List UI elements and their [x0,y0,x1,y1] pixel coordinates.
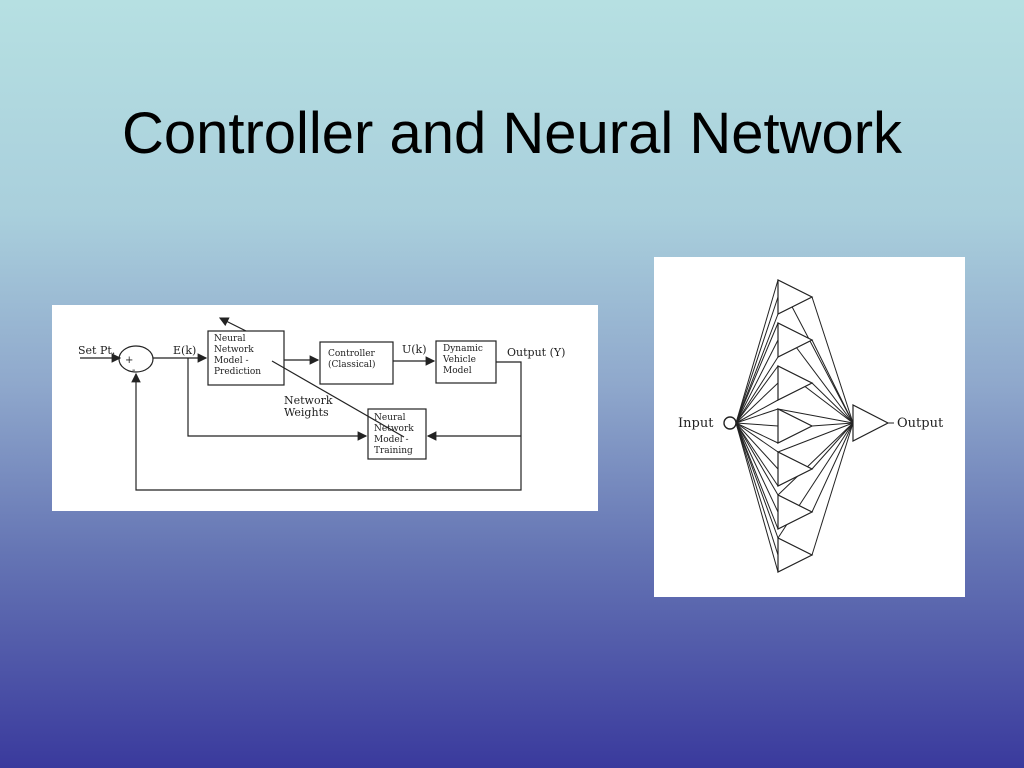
vehicle-line-2: Vehicle [442,355,476,365]
nn-training-line-4: Training [374,446,413,456]
nn-prediction-line-3: Model - [214,356,249,366]
nn-connection [811,296,854,424]
plus-sign: + [125,355,133,366]
vehicle-line-1: Dynamic [443,344,483,354]
output-node [852,404,890,442]
weights-label: Network Weights [284,394,336,419]
minus-sign: - [132,365,135,376]
nn-prediction-line-4: Prediction [214,367,261,377]
prediction-adjust-arrow [218,317,247,332]
hidden-node [777,322,814,358]
nn-connection [777,422,854,453]
nn-connection [735,382,779,424]
error-to-training-line [187,358,368,441]
nn-connection [735,422,779,470]
nn-connection [735,422,779,453]
nn-connection [735,422,779,427]
nn-connection [777,422,854,496]
nn-connection [735,313,779,424]
nn-connection [735,422,779,556]
hidden-node [777,365,814,401]
weights-line-2: Weights [284,406,329,419]
nn-connection [735,422,779,539]
nn-connection [811,422,854,513]
controller-box [319,341,394,385]
nn-connection [811,382,854,424]
neural-network-svg: Input Output [678,279,944,573]
nn-connection [811,422,854,556]
nn-connection [735,422,779,573]
nn-connection [735,422,779,513]
nn-connection [735,279,779,424]
controller-label: Controller (Classical) [328,349,378,370]
nn-connection [735,422,779,444]
nn-connection [735,422,779,530]
output-line [131,361,522,491]
block-diagram-svg: Set Pt. + - E(k) Neural Network Model - … [78,317,565,491]
hidden-node [777,279,814,315]
vehicle-line-3: Model [443,366,472,376]
controller-line-2: (Classical) [328,359,376,370]
nn-prediction-line-1: Neural [214,334,246,344]
network-weights-line [271,360,405,438]
hidden-node [777,408,814,444]
nn-connection [735,399,779,424]
controller-line-1: Controller [328,349,376,359]
hidden-node [777,537,814,573]
nn-prediction-line-2: Network [214,345,254,355]
nn-prediction-label: Neural Network Model - Prediction [214,334,261,377]
control-block-diagram: Set Pt. + - E(k) Neural Network Model - … [52,305,598,511]
nn-connection [777,408,854,424]
nn-training-line-1: Neural [374,413,406,423]
nn-connection [735,422,779,496]
nn-connection [735,296,779,424]
summing-junction [118,345,154,373]
error-label: E(k) [173,344,196,357]
nn-training-box [367,408,427,460]
nn-connection [735,356,779,424]
setpoint-label: Set Pt. [78,344,115,357]
nn-connection [735,408,779,424]
output-label: Output (Y) [507,346,565,359]
slide-title: Controller and Neural Network [121,101,903,166]
hidden-node [777,494,814,530]
nn-connection [735,339,779,424]
vehicle-label: Dynamic Vehicle Model [442,344,486,376]
output-label-nn: Output [897,416,944,431]
input-node [723,416,737,430]
weights-line-1: Network [284,394,333,407]
neural-network-diagram: Input Output [654,257,965,597]
nn-training-label: Neural Network Model - Training [374,413,417,456]
hidden-node [777,451,814,487]
nn-training-line-2: Network [374,424,414,434]
nn-connection [735,365,779,424]
nn-connection [811,422,854,427]
nn-training-line-3: Model - [374,435,409,445]
nn-connection [811,339,854,424]
nn-connection [735,422,779,487]
nn-connection [735,322,779,424]
control-signal-label: U(k) [402,343,427,356]
input-label: Input [678,416,714,431]
nn-connection [811,422,854,470]
